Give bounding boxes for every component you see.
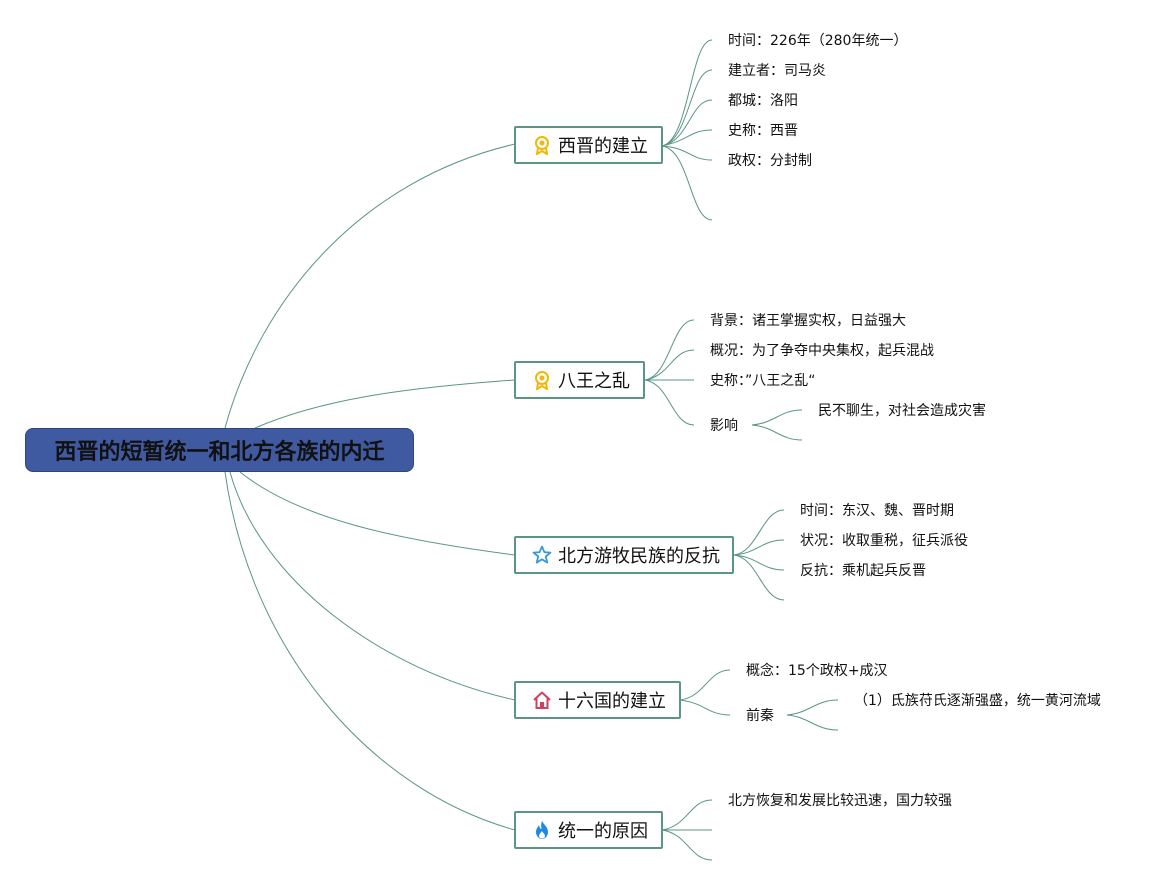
connector-shiliuguo-1 [679, 669, 731, 701]
connector-root-tongyi [224, 471, 516, 831]
leaf-beifang-situation[interactable]: 状况：收取重税，征兵派役 [800, 533, 968, 549]
connector-beifang-4 [733, 554, 785, 601]
leaf-tongyi-reason[interactable]: 北方恢复和发展比较迅速，国力较强 [728, 793, 952, 809]
topic-xijin-founding[interactable]: 西晋的建立 [514, 126, 663, 164]
topic-title: 统一的原因 [558, 821, 648, 842]
connector-bawang-sub-2 [751, 424, 803, 441]
leaf-bawang-background[interactable]: 背景：诸王掌握实权，日益强大 [710, 313, 906, 329]
connector-beifang-2 [733, 539, 785, 556]
connector-tongyi-3 [661, 829, 713, 861]
topic-title: 西晋的建立 [558, 136, 648, 157]
ribbon-icon [535, 136, 549, 155]
connector-root-xijin [224, 143, 516, 429]
ribbon-icon [535, 371, 549, 390]
leaf-xijin-capital[interactable]: 都城：洛阳 [728, 93, 798, 109]
connector-bawang-sub-1 [751, 409, 803, 426]
connector-bawang-1 [644, 319, 695, 381]
connector-xijin-6 [661, 145, 713, 221]
connector-xijin-4 [661, 129, 713, 147]
connector-beifang-3 [733, 554, 785, 571]
connector-xijin-3 [661, 99, 713, 147]
connector-root-shiliuguo [229, 471, 516, 701]
connector-shiliuguo-2 [679, 699, 731, 716]
leaf-bawang-overview[interactable]: 概况：为了争夺中央集权，起兵混战 [710, 343, 934, 359]
connector-beifang-1 [733, 509, 785, 556]
topic-title: 八王之乱 [558, 371, 630, 392]
connector-root-bawang [254, 379, 516, 429]
connector-shiliuguo-sub-1 [786, 699, 839, 716]
house-icon [533, 691, 551, 709]
leaf-xijin-regime[interactable]: 政权：分封制 [728, 153, 812, 169]
leaf-xijin-name[interactable]: 史称：西晋 [728, 123, 798, 139]
connector-bawang-2 [644, 349, 695, 381]
leaf-beifang-resistance[interactable]: 反抗：乘机起兵反晋 [800, 563, 926, 579]
topic-title: 十六国的建立 [558, 691, 666, 712]
leaf-bawang-impact-detail[interactable]: 民不聊生，对社会造成灾害 [818, 403, 986, 419]
topic-sixteen-kingdoms[interactable]: 十六国的建立 [514, 681, 681, 719]
leaf-bawang-name[interactable]: 史称：”八王之乱“ [710, 373, 816, 389]
connector-shiliuguo-sub-2 [786, 714, 839, 731]
root-title: 西晋的短暂统一和北方各族的内迁 [54, 440, 385, 465]
flame-icon [536, 821, 548, 839]
leaf-shiliuguo-concept[interactable]: 概念：15个政权+成汉 [746, 663, 888, 679]
root-topic[interactable]: 西晋的短暂统一和北方各族的内迁 [25, 428, 414, 472]
connector-xijin-2 [661, 69, 713, 147]
topic-unification-reason[interactable]: 统一的原因 [514, 811, 663, 849]
topic-eight-princes[interactable]: 八王之乱 [514, 361, 645, 399]
leaf-xijin-time[interactable]: 时间：226年（280年统一） [728, 33, 908, 49]
connector-xijin-1 [661, 39, 713, 147]
connector-root-beifang [239, 471, 516, 556]
connector-tongyi-1 [661, 799, 713, 831]
leaf-shiliuguo-qianqin[interactable]: 前秦 [746, 708, 774, 724]
connector-bawang-4 [644, 379, 695, 426]
leaf-shiliuguo-qianqin-detail[interactable]: （1）氐族苻氏逐渐强盛，统一黄河流域 [854, 693, 1101, 709]
topic-nomad-resistance[interactable]: 北方游牧民族的反抗 [514, 536, 734, 574]
connector-xijin-5 [661, 145, 713, 161]
leaf-bawang-impact[interactable]: 影响 [710, 418, 738, 434]
leaf-xijin-founder[interactable]: 建立者：司马炎 [728, 63, 826, 79]
leaf-beifang-time[interactable]: 时间：东汉、魏、晋时期 [800, 503, 954, 519]
topic-title: 北方游牧民族的反抗 [558, 546, 720, 567]
star-icon [532, 545, 552, 564]
